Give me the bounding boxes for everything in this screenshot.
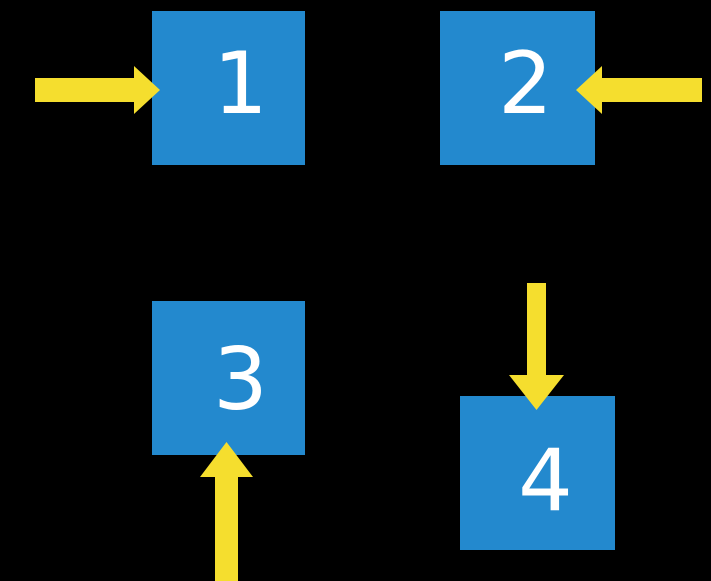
node-label-4: 4 [518, 431, 573, 531]
arrow-up-icon [200, 442, 253, 581]
arrow-down-shape [509, 283, 564, 410]
arrow-right-shape [35, 66, 160, 114]
arrow-up-shape [200, 442, 253, 581]
node-box-2[interactable]: 2 [440, 11, 595, 165]
node-box-1[interactable]: 1 [152, 11, 305, 165]
node-box-4[interactable]: 4 [460, 396, 615, 550]
node-label-2: 2 [498, 34, 553, 134]
node-label-1: 1 [213, 34, 268, 134]
node-label-3: 3 [213, 330, 268, 430]
arrow-down-icon [509, 283, 564, 410]
arrow-right-icon [35, 66, 160, 114]
node-box-3[interactable]: 3 [152, 301, 305, 455]
